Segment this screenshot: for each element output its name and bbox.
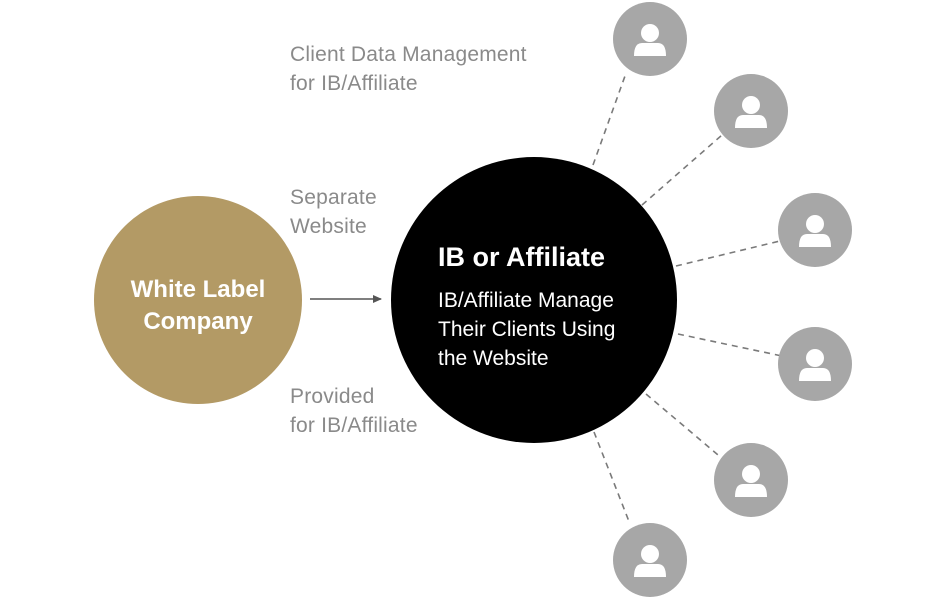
ib-affiliate-circle [391,157,677,443]
client-avatar-4 [778,327,852,401]
person-icon [634,545,666,577]
white-label-circle [94,196,302,404]
connector-4 [677,333,783,357]
connector-2 [641,134,723,206]
client-data-label-line-1: Client Data Management [290,43,527,66]
person-icon [634,24,666,56]
connector-1 [592,75,626,166]
connector-3 [675,240,781,267]
connector-6 [593,431,631,525]
person-icon [799,349,831,381]
white-label-company-text: White Label Company [98,274,298,338]
person-icon [799,215,831,247]
person-icon [735,465,767,497]
separate-website-label: Separate Website [290,183,377,241]
client-avatar-1 [613,2,687,76]
white-label-line-2: Company [143,308,253,335]
ib-desc-line-1: IB/Affiliate Manage [438,289,614,312]
client-avatar-6 [613,523,687,597]
person-icon [735,96,767,128]
connector-5 [645,393,725,461]
ib-description: IB/Affiliate Manage Their Clients Using … [438,286,615,373]
client-data-label-line-2: for IB/Affiliate [290,72,418,95]
ib-desc-line-3: the Website [438,347,549,370]
provided-label-line-2: for IB/Affiliate [290,414,418,437]
white-label-line-1: White Label [130,276,266,303]
separate-website-label-line-2: Website [290,215,367,238]
client-avatar-2 [714,74,788,148]
client-avatar-5 [714,443,788,517]
provided-label: Provided for IB/Affiliate [290,382,418,440]
separate-website-label-line-1: Separate [290,186,377,209]
client-avatar-3 [778,193,852,267]
ib-desc-line-2: Their Clients Using [438,318,616,341]
client-data-label: Client Data Management for IB/Affiliate [290,40,527,98]
ib-title: IB or Affiliate [438,242,606,272]
provided-label-line-1: Provided [290,385,375,408]
